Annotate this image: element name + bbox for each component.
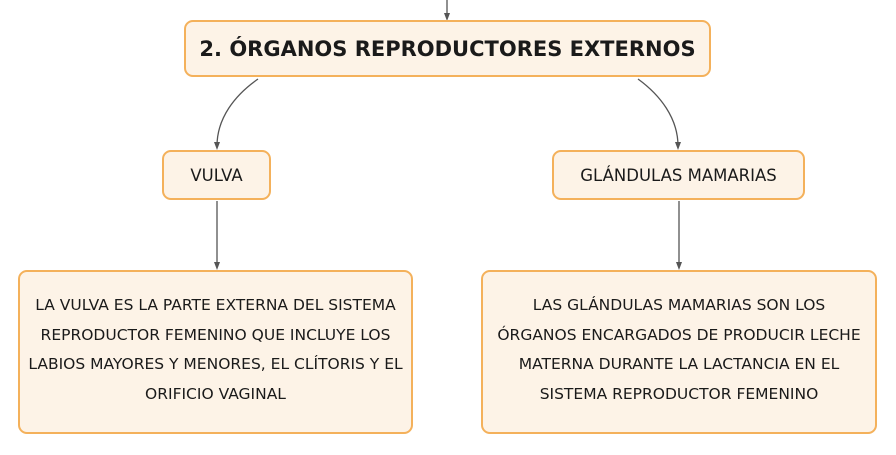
topic-title-text: 2. ÓRGANOS REPRODUCTORES EXTERNOS [199, 36, 696, 61]
description-node-vulva[interactable]: LA VULVA ES LA PARTE EXTERNA DEL SISTEMA… [18, 270, 413, 434]
description-text-glandulas-mamarias: LAS GLÁNDULAS MAMARIAS SON LOS ÓRGANOS E… [497, 296, 861, 403]
description-text-vulva: LA VULVA ES LA PARTE EXTERNA DEL SISTEMA… [28, 296, 403, 403]
subtopic-node-vulva[interactable]: VULVA [162, 150, 271, 200]
connector-title-to-vulva [214, 78, 259, 150]
topic-title-node[interactable]: 2. ÓRGANOS REPRODUCTORES EXTERNOS [184, 20, 711, 77]
subtopic-node-glandulas-mamarias[interactable]: GLÁNDULAS MAMARIAS [552, 150, 805, 200]
subtopic-label-vulva: VULVA [190, 165, 243, 185]
description-node-glandulas-mamarias[interactable]: LAS GLÁNDULAS MAMARIAS SON LOS ÓRGANOS E… [481, 270, 877, 434]
connector-title-to-glandulas [637, 78, 681, 150]
subtopic-label-glandulas-mamarias: GLÁNDULAS MAMARIAS [580, 165, 777, 185]
